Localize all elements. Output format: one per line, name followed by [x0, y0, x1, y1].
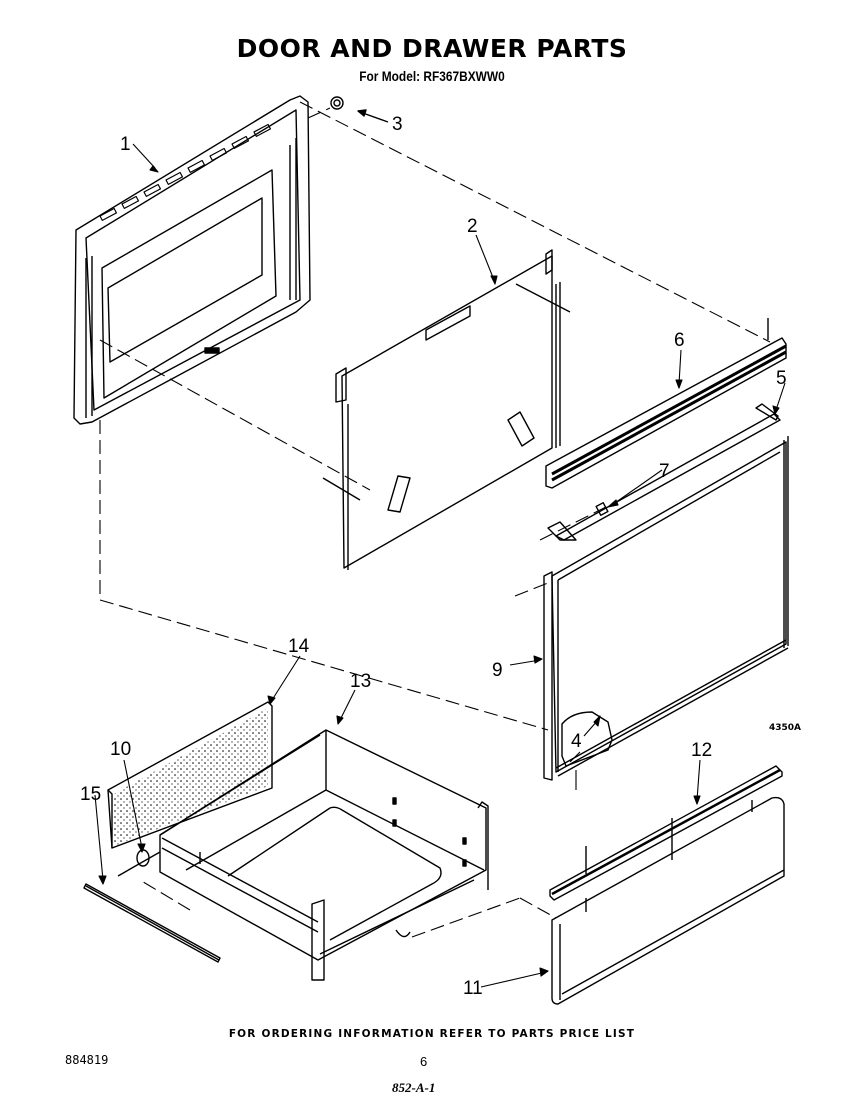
- part-14-drawer-insulation: [107, 701, 273, 849]
- callout-15: 15: [80, 784, 101, 805]
- callout-9: 9: [492, 660, 503, 681]
- figure-code: 4350A: [769, 723, 801, 733]
- callout-14: 14: [288, 636, 310, 657]
- callout-5: 5: [776, 368, 787, 389]
- callout-13: 13: [350, 671, 371, 692]
- part-15-slide-rail: [83, 883, 221, 963]
- part-2-liner: [322, 249, 571, 570]
- part-1-door-inner-frame: [73, 95, 311, 425]
- document-number: 884819: [65, 1053, 109, 1067]
- callout-7: 7: [659, 461, 670, 482]
- page-number: 6: [420, 1054, 428, 1069]
- callout-6: 6: [674, 330, 685, 351]
- part-10-roller: [117, 849, 161, 877]
- model-subtitle: For Model: RF367BXWW0: [359, 68, 505, 84]
- handwritten-code: 852-A-1: [392, 1080, 436, 1095]
- callout-labels: 1 2 3 4 5 6 7 9 10 11 12 13 14 15 4350A: [80, 114, 801, 999]
- callout-4: 4: [571, 731, 582, 752]
- part-9-outer-door: [543, 436, 789, 781]
- part-3-screw: [330, 96, 389, 123]
- callout-3: 3: [392, 114, 403, 135]
- callout-2: 2: [467, 216, 478, 237]
- part-11-drawer-front: [551, 796, 785, 1005]
- callout-1: 1: [120, 134, 131, 155]
- callout-10: 10: [110, 739, 131, 760]
- assembly-lines: [99, 101, 771, 938]
- part-4-insulation-cutaway: [561, 711, 613, 767]
- leader-lines: [94, 143, 786, 988]
- part-6-top-trim: [545, 318, 787, 489]
- door-vent-slots: [99, 123, 272, 222]
- ordering-info-note: FOR ORDERING INFORMATION REFER TO PARTS …: [228, 1028, 636, 1040]
- callout-12: 12: [691, 740, 712, 761]
- page-title: DOOR AND DRAWER PARTS: [236, 34, 628, 63]
- part-12-drawer-trim: [549, 765, 783, 901]
- callout-11: 11: [463, 978, 483, 999]
- part-13-drawer-body: [159, 729, 489, 981]
- part-7-handle: [547, 413, 781, 541]
